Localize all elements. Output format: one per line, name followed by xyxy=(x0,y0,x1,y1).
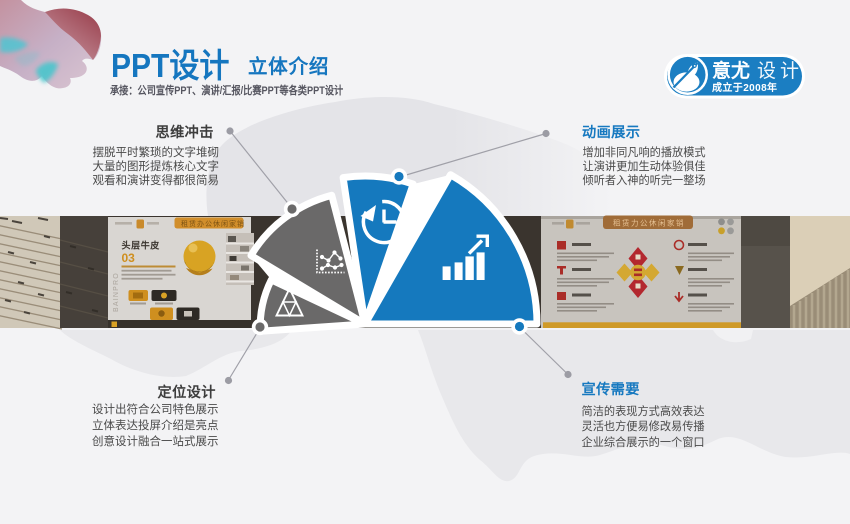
svg-text:租赁办公休闲家销: 租赁办公休闲家销 xyxy=(181,219,245,228)
svg-text:03: 03 xyxy=(122,251,136,265)
svg-text:租赁力公休闲家销: 租赁力公休闲家销 xyxy=(613,218,685,228)
svg-text:BAINPRO: BAINPRO xyxy=(113,272,120,312)
svg-text:头层牛皮: 头层牛皮 xyxy=(122,240,161,251)
